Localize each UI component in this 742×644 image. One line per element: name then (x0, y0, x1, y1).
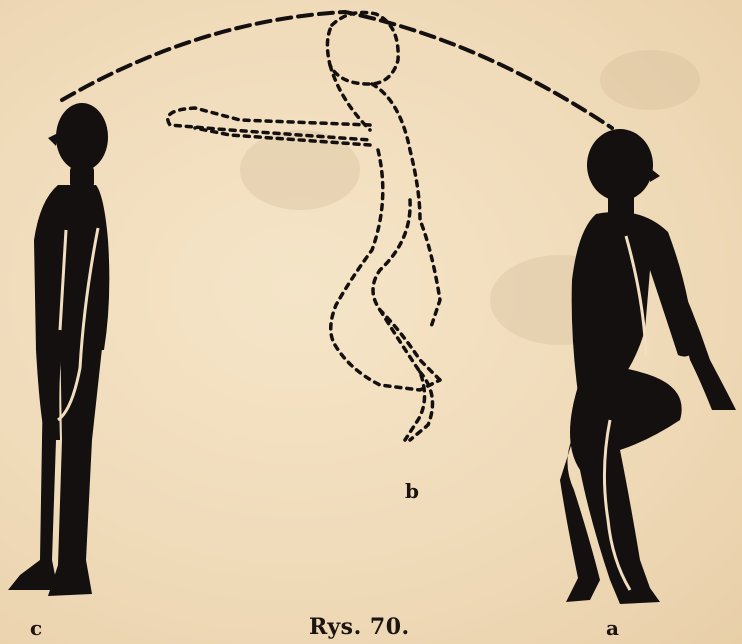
figure-b-airborne (168, 12, 440, 440)
jump-trajectory-line (62, 12, 612, 128)
figure-caption: Rys. 70. (309, 616, 410, 638)
figure-label-a: a (606, 618, 619, 638)
figure-label-c: c (30, 618, 42, 638)
figure-c-standing (8, 103, 109, 596)
figure-a-crouching (560, 129, 736, 604)
figure-label-b: b (405, 481, 419, 501)
